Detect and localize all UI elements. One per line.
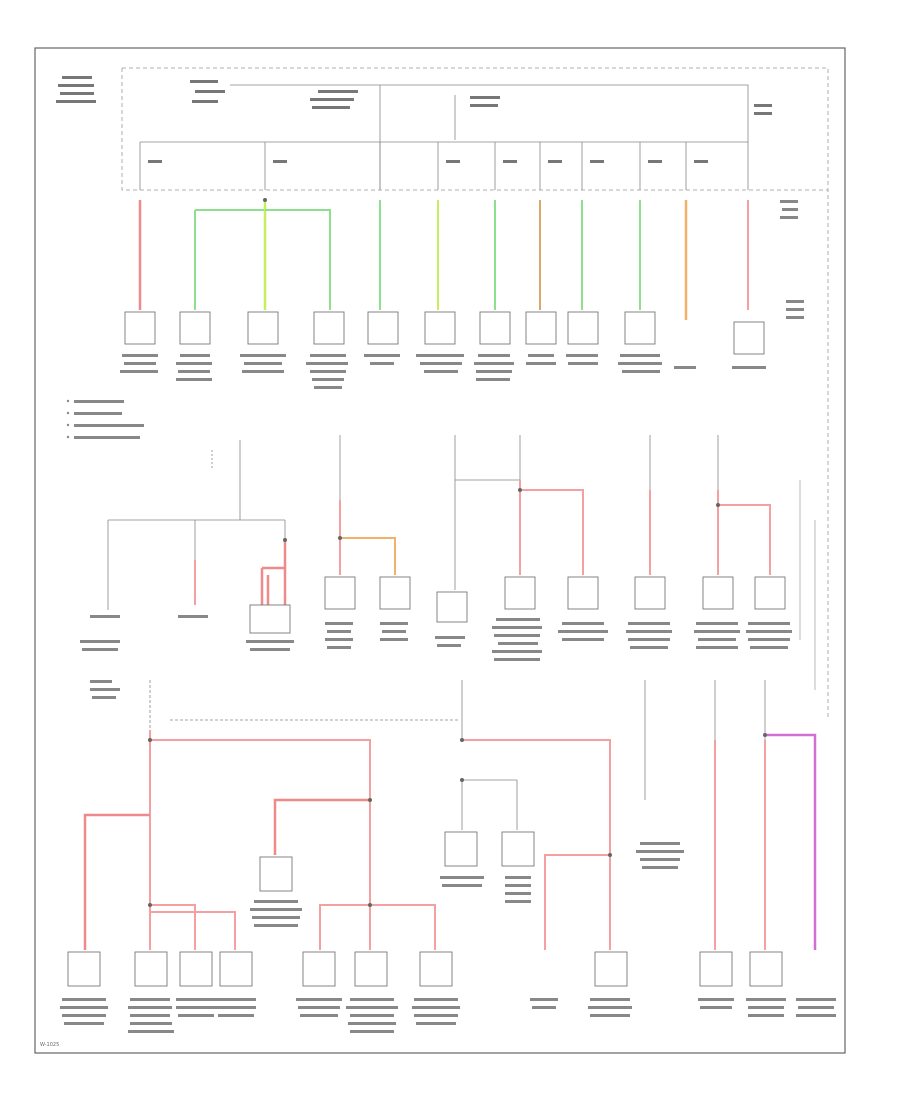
battery-label-block <box>56 76 772 163</box>
wire-red-bot-3 <box>83 813 150 950</box>
fuse-box-section <box>121 67 829 720</box>
row-2-colored-wires <box>194 480 771 605</box>
page-label: W-1025 <box>40 1042 59 1048</box>
row-3-colored-wires <box>83 730 817 950</box>
row-2-components <box>249 576 786 634</box>
row-1-wires <box>138 200 749 320</box>
feed-to-relays <box>379 85 456 190</box>
legend <box>66 399 144 439</box>
wire-green-4 <box>265 209 331 310</box>
wire-red-bot-2 <box>150 739 371 950</box>
row-2-labels <box>80 615 792 661</box>
wire-red-bot-6 <box>319 904 436 950</box>
diagram-frame <box>34 47 846 1054</box>
wire-green-2 <box>194 209 265 310</box>
row-3-components <box>67 831 783 987</box>
wire-red-bot-8 <box>544 854 610 950</box>
fuse-box-dashed-boundary <box>121 67 829 720</box>
row-3-black-wires <box>149 680 766 830</box>
wire-pink-mid-6 <box>520 489 584 575</box>
splice-dots <box>148 198 767 907</box>
wire-red-mid-2 <box>260 540 287 605</box>
fuse-drops <box>139 142 687 190</box>
main-feed-line <box>230 84 749 190</box>
wire-pink-mid-9 <box>718 504 771 575</box>
wire-orange-mid-4 <box>340 537 396 575</box>
wire-red-bot-5 <box>150 904 236 950</box>
row-1-components <box>124 311 765 355</box>
wire-red-bot-4 <box>273 798 370 855</box>
row-2-black-wires <box>107 435 816 690</box>
wire-violet-bot-11 <box>765 733 817 950</box>
wire-red-bot-7 <box>462 739 611 950</box>
row-3-labels <box>60 680 836 1033</box>
row-1-labels <box>120 200 804 389</box>
